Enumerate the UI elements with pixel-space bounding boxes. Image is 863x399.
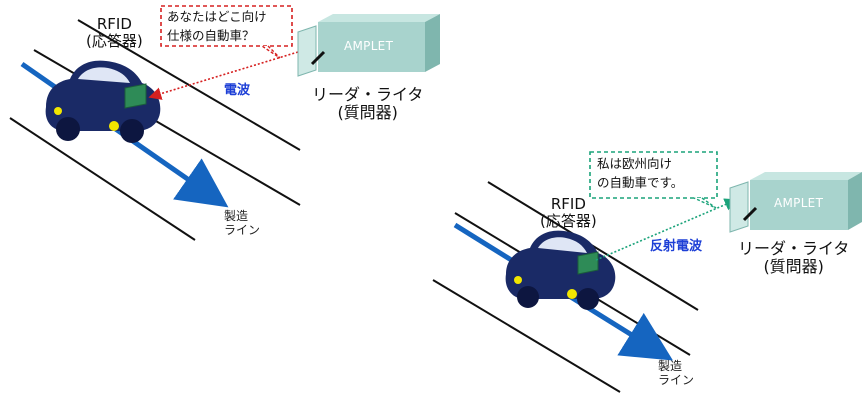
left-wave-label: 電波 (224, 83, 251, 98)
left-line-label-line2: ライン (224, 222, 261, 237)
left-rfid-label-line1: RFID (96, 15, 132, 33)
left-question-bubble-frame (160, 5, 293, 47)
left-rfid-tag (124, 83, 147, 109)
right-reader-label-line2: (質問器) (763, 257, 824, 277)
left-reader-label-line2: (質問器) (337, 103, 398, 123)
left-line-label-line1: 製造 (224, 209, 249, 223)
left-question-line1: あなたはどこ向け (167, 9, 267, 24)
left-question-line2: 仕様の自動車？ (167, 27, 255, 43)
left-rfid-label: RFID (応答器) (86, 15, 143, 51)
right-answer-bubble-frame (589, 151, 718, 199)
right-line-label: 製造 ライン (658, 359, 695, 388)
left-reader-label: リーダ・ライタ (質問器) (312, 85, 424, 123)
right-car (505, 230, 616, 310)
right-rail-bottom (432, 279, 621, 393)
left-line-label: 製造 ライン (224, 209, 261, 238)
left-question-bubble: あなたはどこ向け 仕様の自動車？ (167, 8, 267, 46)
left-rfid-label-line2: (応答器) (86, 32, 143, 51)
right-rfid-label-line1: RFID (550, 195, 586, 213)
right-reader-label: リーダ・ライタ (質問器) (738, 239, 850, 277)
right-answer-line2: の自動車です。 (597, 174, 684, 190)
right-answer-line1: 私は欧州向け (597, 156, 673, 171)
right-reflected-wave (595, 198, 738, 261)
right-rfid-label: RFID (応答器) (540, 195, 597, 231)
right-wave-label: 反射電波 (650, 239, 703, 254)
right-answer-bubble: 私は欧州向け の自動車です。 (597, 155, 683, 193)
right-reader (729, 172, 862, 233)
right-line-label-line2: ライン (658, 372, 695, 387)
right-scene (432, 151, 862, 393)
right-rfid-label-line2: (応答器) (540, 212, 597, 231)
left-scene (9, 5, 440, 241)
left-reader-brand: AMPLET (344, 39, 394, 53)
left-reader-label-line1: リーダ・ライタ (312, 85, 424, 104)
right-line-label-line1: 製造 (658, 359, 683, 373)
right-reader-brand: AMPLET (774, 196, 824, 210)
right-reader-label-line1: リーダ・ライタ (738, 239, 850, 258)
left-radio-wave (148, 51, 299, 100)
left-rail-bottom (9, 117, 196, 241)
right-rfid-tag (577, 251, 599, 275)
left-reader (297, 14, 440, 77)
left-car (45, 60, 161, 143)
